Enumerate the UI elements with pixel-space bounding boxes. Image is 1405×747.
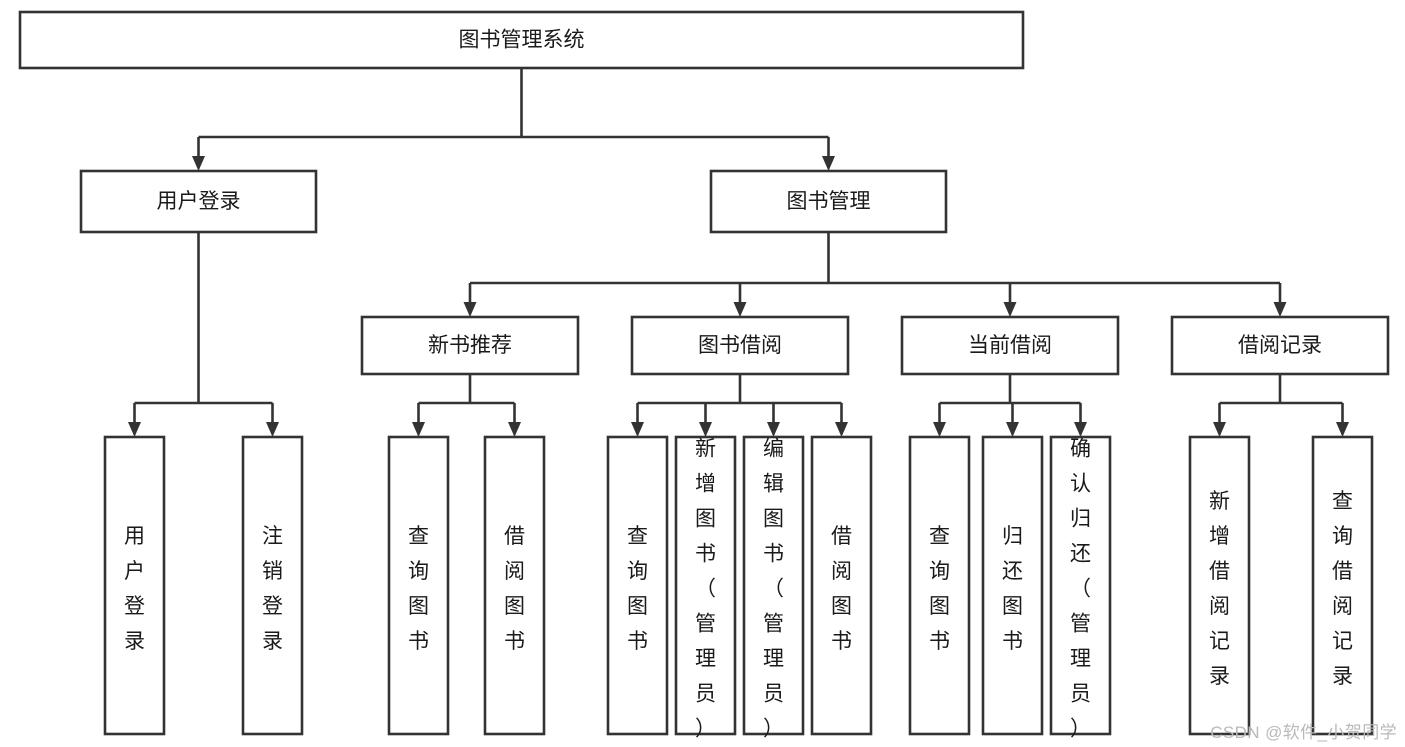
arrow-head-icon bbox=[822, 156, 835, 171]
node-leaf-borrow-book-1[interactable]: 借阅图书 bbox=[483, 435, 546, 736]
node-box[interactable] bbox=[1188, 435, 1251, 736]
node-user-login[interactable]: 用户登录 bbox=[79, 169, 318, 234]
arrow-head-icon bbox=[1336, 422, 1349, 437]
node-box[interactable] bbox=[674, 435, 737, 736]
arrow-head-icon bbox=[463, 302, 477, 317]
arrow-head-icon bbox=[699, 422, 712, 437]
edge-group-current-borrow bbox=[933, 374, 1087, 437]
edge-group-root bbox=[192, 68, 835, 171]
arrow-head-icon bbox=[835, 422, 848, 437]
node-box[interactable] bbox=[742, 435, 805, 736]
node-leaf-confirm-return[interactable]: 确认归还（管理员） bbox=[1049, 435, 1112, 740]
edge-group-book-borrow bbox=[631, 374, 848, 437]
arrow-head-icon bbox=[412, 422, 425, 437]
node-leaf-logout[interactable]: 注销登录 bbox=[241, 435, 304, 736]
node-leaf-return-book[interactable]: 归还图书 bbox=[981, 435, 1044, 736]
node-borrow-record[interactable]: 借阅记录 bbox=[1170, 315, 1390, 376]
node-leaf-query-book-3[interactable]: 查询图书 bbox=[908, 435, 971, 736]
node-box[interactable] bbox=[1311, 435, 1374, 736]
node-label: 归还图书 bbox=[1002, 525, 1023, 653]
arrow-head-icon bbox=[933, 422, 946, 437]
node-box[interactable] bbox=[1049, 435, 1112, 736]
arrow-head-icon bbox=[1003, 302, 1017, 317]
node-box[interactable] bbox=[630, 315, 850, 376]
node-label: 确认归还（管理员） bbox=[1070, 437, 1091, 740]
node-label: 图书管理系统 bbox=[459, 29, 585, 52]
node-label: 查询图书 bbox=[408, 525, 429, 653]
node-leaf-add-book[interactable]: 新增图书（管理员） bbox=[674, 435, 737, 740]
node-box[interactable] bbox=[709, 169, 948, 234]
arrow-head-icon bbox=[508, 422, 521, 437]
edge-group-user-login bbox=[128, 232, 279, 437]
node-current-borrow[interactable]: 当前借阅 bbox=[900, 315, 1120, 376]
node-leaf-query-record[interactable]: 查询借阅记录 bbox=[1311, 435, 1374, 736]
arrow-head-icon bbox=[1273, 302, 1287, 317]
node-box[interactable] bbox=[360, 315, 580, 376]
node-label: 编辑图书（管理员） bbox=[763, 437, 784, 740]
node-box[interactable] bbox=[606, 435, 669, 736]
node-box[interactable] bbox=[241, 435, 304, 736]
watermark: CSDN @软件_小贺同学 bbox=[1210, 723, 1397, 742]
node-label: 用户登录 bbox=[157, 190, 241, 213]
node-box[interactable] bbox=[908, 435, 971, 736]
node-leaf-borrow-book-2[interactable]: 借阅图书 bbox=[810, 435, 873, 736]
node-leaf-query-book-1[interactable]: 查询图书 bbox=[387, 435, 450, 736]
arrow-head-icon bbox=[1213, 422, 1226, 437]
node-box[interactable] bbox=[79, 169, 318, 234]
node-leaf-edit-book[interactable]: 编辑图书（管理员） bbox=[742, 435, 805, 740]
node-label: 借阅图书 bbox=[504, 525, 525, 653]
node-book-borrow[interactable]: 图书借阅 bbox=[630, 315, 850, 376]
node-new-book-recommend[interactable]: 新书推荐 bbox=[360, 315, 580, 376]
node-box[interactable] bbox=[810, 435, 873, 736]
node-label: 借阅图书 bbox=[831, 525, 852, 653]
node-leaf-user-login[interactable]: 用户登录 bbox=[103, 435, 166, 736]
arrow-head-icon bbox=[192, 156, 205, 171]
node-label: 查询图书 bbox=[929, 525, 950, 653]
node-label: 借阅记录 bbox=[1238, 334, 1322, 357]
edge-group-book-management bbox=[463, 232, 1287, 317]
node-label: 查询借阅记录 bbox=[1332, 490, 1353, 688]
arrow-head-icon bbox=[733, 302, 747, 317]
node-box[interactable] bbox=[483, 435, 546, 736]
arrow-head-icon bbox=[1006, 422, 1019, 437]
node-layer: 图书管理系统用户登录图书管理新书推荐图书借阅当前借阅借阅记录用户登录注销登录查询… bbox=[18, 10, 1390, 740]
node-label: 用户登录 bbox=[124, 525, 145, 653]
arrow-head-icon bbox=[767, 422, 780, 437]
node-label: 新增图书（管理员） bbox=[695, 437, 716, 740]
node-box[interactable] bbox=[1170, 315, 1390, 376]
edge-group-borrow-record bbox=[1213, 374, 1349, 437]
arrow-head-icon bbox=[266, 422, 279, 437]
node-box[interactable] bbox=[387, 435, 450, 736]
arrow-head-icon bbox=[631, 422, 644, 437]
node-label: 查询图书 bbox=[627, 525, 648, 653]
node-leaf-add-record[interactable]: 新增借阅记录 bbox=[1188, 435, 1251, 736]
edge-group-new-book-recommend bbox=[412, 374, 521, 437]
arrow-head-icon bbox=[1074, 422, 1087, 437]
node-box[interactable] bbox=[900, 315, 1120, 376]
node-box[interactable] bbox=[18, 10, 1025, 70]
node-label: 图书管理 bbox=[787, 190, 871, 213]
node-root[interactable]: 图书管理系统 bbox=[18, 10, 1025, 70]
node-leaf-query-book-2[interactable]: 查询图书 bbox=[606, 435, 669, 736]
node-label: 新增借阅记录 bbox=[1209, 490, 1230, 688]
node-box[interactable] bbox=[103, 435, 166, 736]
node-book-management[interactable]: 图书管理 bbox=[709, 169, 948, 234]
node-label: 图书借阅 bbox=[698, 334, 782, 357]
node-label: 当前借阅 bbox=[968, 334, 1052, 357]
node-box[interactable] bbox=[981, 435, 1044, 736]
node-label: 新书推荐 bbox=[428, 334, 512, 357]
arrow-head-icon bbox=[128, 422, 141, 437]
node-label: 注销登录 bbox=[262, 525, 283, 653]
connector-layer bbox=[128, 68, 1349, 437]
